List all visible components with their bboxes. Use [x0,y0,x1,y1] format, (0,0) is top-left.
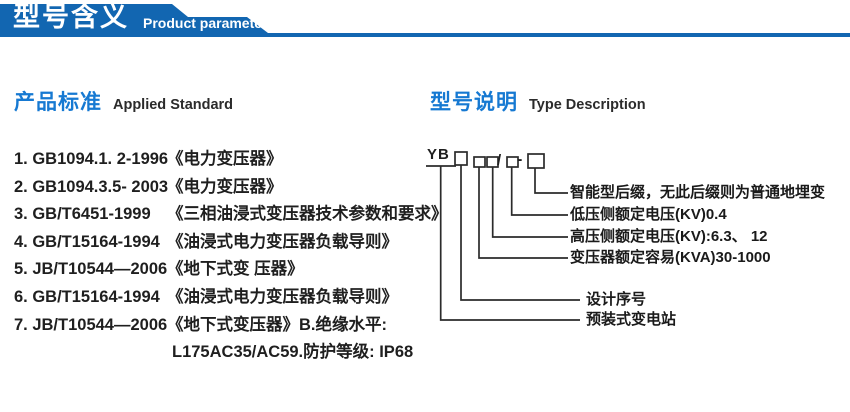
standard-title: 《地下式变 压器》 [167,260,304,279]
standard-item: 7. JB/T10544—2006 《地下式变压器》B.绝缘水平: [14,312,444,340]
standard-code: 1. GB1094.1. 2-1996 [14,150,169,168]
type-description-heading: 型号说明 Type Description [430,86,646,116]
connector-hv-voltage [491,167,568,238]
type-code-box-2 [473,156,486,168]
label-lv-voltage: 低压侧额定电压(KV)0.4 [570,206,727,223]
label-rated-capacity: 变压器额定容易(KVA)30-1000 [570,249,771,266]
standard-code: 4. GB/T15164-1994 [14,232,160,251]
standard-item-continuation: L175AC35/AC59.防护等级: IP68 [172,343,414,362]
standard-item: 5. JB/T10544—2006 《地下式变 压器》 [14,256,444,284]
connector-substation [439,166,580,321]
page-subtitle: Product parameters [143,15,276,31]
type-code-slash: / [497,152,502,169]
banner-shape [0,4,850,37]
standard-item: 2. GB1094.3.5- 2003 《电力变压器》 [14,174,444,202]
label-smart-suffix: 智能型后缀，无此后缀则为普通地埋变 [570,184,826,201]
type-description-heading-en: Type Description [529,97,646,113]
standard-title: 《电力变压器》 [167,177,283,196]
connector-lv-voltage [510,167,568,216]
standard-title: 《地下式变压器》B.绝缘水平: [167,315,387,334]
standard-code: 2. GB1094.3.5- 2003 [14,177,169,196]
standard-item: 6. GB/T15164-1994 《油浸式电力变压器负载导则》 [14,284,444,312]
standard-item: 3. GB/T6451-1999 《三相油浸式变压器技术参数和要求》 [14,201,448,229]
applied-standard-heading-cn: 产品标准 [14,91,102,114]
connector-design-serial [460,165,580,301]
standard-title: 《油浸式电力变压器负载导则》 [167,287,398,306]
standard-item: 4. GB/T15164-1994 《油浸式电力变压器负载导则》 [14,229,444,257]
standard-title: 《电力变压器》 [167,150,283,168]
standard-code: 3. GB/T6451-1999 [14,205,151,224]
standard-code: 6. GB/T15164-1994 [14,287,160,306]
label-hv-voltage: 高压侧额定电压(KV):6.3、 12 [570,228,768,245]
type-code-dash: - [517,151,523,168]
applied-standard-heading: 产品标准 Applied Standard [14,86,233,116]
label-design-serial: 设计序号 [586,291,647,308]
type-code-box-5 [527,153,545,169]
standard-code: 5. JB/T10544—2006 [14,260,168,279]
type-code-diagram: YB / - 智能型后缀，无此后缀则为普通地埋变 低压侧额定电压(KV)0.4 … [420,140,850,355]
standards-list: 1. GB1094.1. 2-1996 《电力变压器》 2. GB1094.3.… [14,146,448,367]
standard-code: 7. JB/T10544—2006 [14,315,168,334]
type-description-heading-cn: 型号说明 [430,91,518,114]
page-title: 型号含义 [13,2,129,32]
connector-capacity [478,167,568,259]
connector-smart-suffix [534,168,568,194]
type-code-prefix: YB [427,146,450,163]
label-substation: 预装式变电站 [586,311,677,328]
type-code-box-1 [454,151,468,166]
applied-standard-heading-en: Applied Standard [113,97,234,113]
standard-title: 《油浸式电力变压器负载导则》 [167,232,398,251]
standard-title: 《三相油浸式变压器技术参数和要求》 [167,205,448,224]
standard-item: 1. GB1094.1. 2-1996 《电力变压器》 [14,146,444,174]
type-code-lines [426,151,580,321]
header-banner: 型号含义 Product parameters [0,0,850,40]
